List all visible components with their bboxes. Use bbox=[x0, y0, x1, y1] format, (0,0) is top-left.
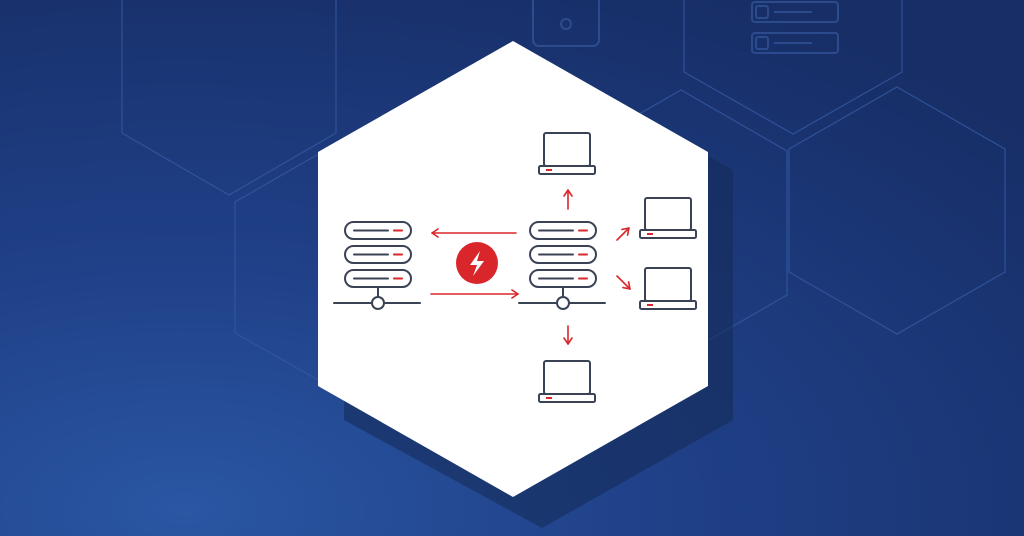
server-arrows bbox=[430, 228, 519, 299]
laptop-icon bbox=[639, 197, 697, 239]
origin-server-icon bbox=[333, 221, 421, 310]
arrow-down-right bbox=[616, 275, 631, 290]
faint-server-icon bbox=[751, 1, 839, 54]
bg-hexagon bbox=[121, 0, 337, 196]
main-hexagon bbox=[318, 41, 708, 497]
edge-server-icon bbox=[518, 221, 606, 310]
laptop-icon bbox=[538, 360, 596, 403]
lightning-bolt-icon bbox=[456, 242, 498, 284]
laptop-icon bbox=[639, 267, 697, 310]
background-faint-icons bbox=[532, 0, 839, 54]
bg-hexagon bbox=[788, 86, 1006, 335]
arrow-up-right bbox=[616, 227, 630, 241]
distribution-arrows bbox=[563, 189, 631, 345]
laptop-icon bbox=[538, 132, 596, 175]
bg-hexagon bbox=[683, 0, 903, 135]
faint-laptop-icon bbox=[532, 0, 600, 47]
